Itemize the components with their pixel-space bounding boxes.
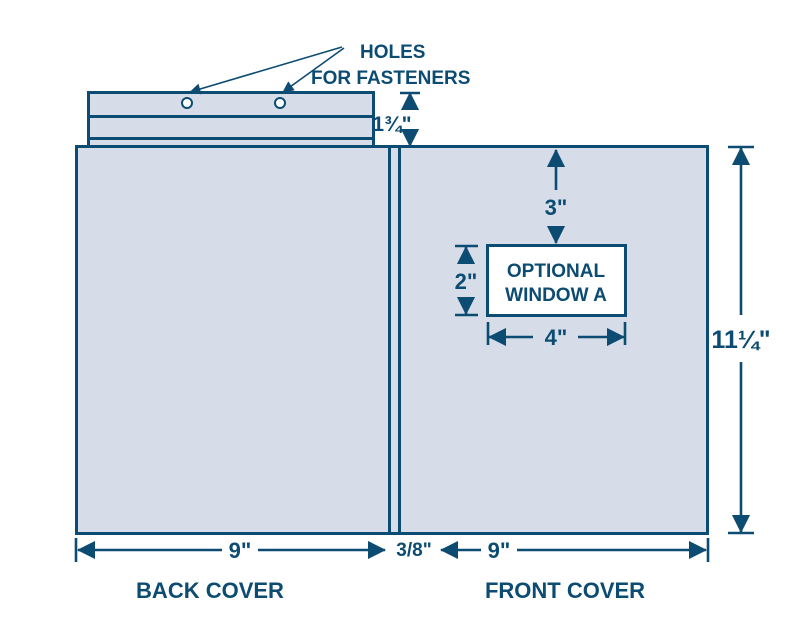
optional-window: OPTIONAL WINDOW A [486, 244, 627, 317]
fastener-hole-right [274, 97, 286, 109]
folder-body [75, 145, 709, 535]
holes-leader-right [282, 47, 345, 93]
back-cover-width-value: 9" [229, 538, 252, 563]
back-cover-panel [75, 145, 391, 535]
window-top-offset-dimension: 3" [545, 148, 568, 245]
window-height-dimension: 2" [455, 244, 478, 317]
back-cover-label: BACK COVER [136, 578, 284, 603]
front-cover-label: FRONT COVER [485, 578, 645, 603]
cover-labels: BACK COVER FRONT COVER [136, 578, 645, 603]
window-height-value: 2" [455, 269, 478, 294]
window-width-dimension: 4" [486, 322, 627, 350]
fastener-hole-left [181, 97, 193, 109]
total-height-value: 11¼" [711, 326, 770, 354]
front-cover-width-value: 9" [488, 538, 511, 563]
spine-divider [388, 146, 401, 534]
holes-label-line1: HOLES [360, 42, 425, 63]
binding-band-middle [87, 115, 375, 140]
window-width-value: 4" [545, 325, 568, 350]
window-top-offset-value: 3" [545, 195, 568, 220]
optional-window-box [486, 244, 627, 317]
holes-callout: HOLES FOR FASTENERS [189, 42, 470, 95]
window-label-line2: WINDOW A [505, 285, 607, 306]
holes-label-line2: FOR FASTENERS [311, 68, 470, 89]
binding-height-dimension: 1¾" [372, 91, 420, 148]
binding-band-top [87, 91, 375, 118]
spine-width-value: 3/8" [396, 540, 431, 561]
holes-leader-left [189, 46, 343, 95]
binding-height-value: 1¾" [372, 113, 411, 136]
front-cover-panel [398, 145, 709, 535]
window-label-line1: OPTIONAL [507, 261, 606, 282]
bottom-width-dimensions: 9" 3/8" 9" [74, 538, 710, 563]
total-height-dimension: 11¼" [711, 145, 771, 535]
